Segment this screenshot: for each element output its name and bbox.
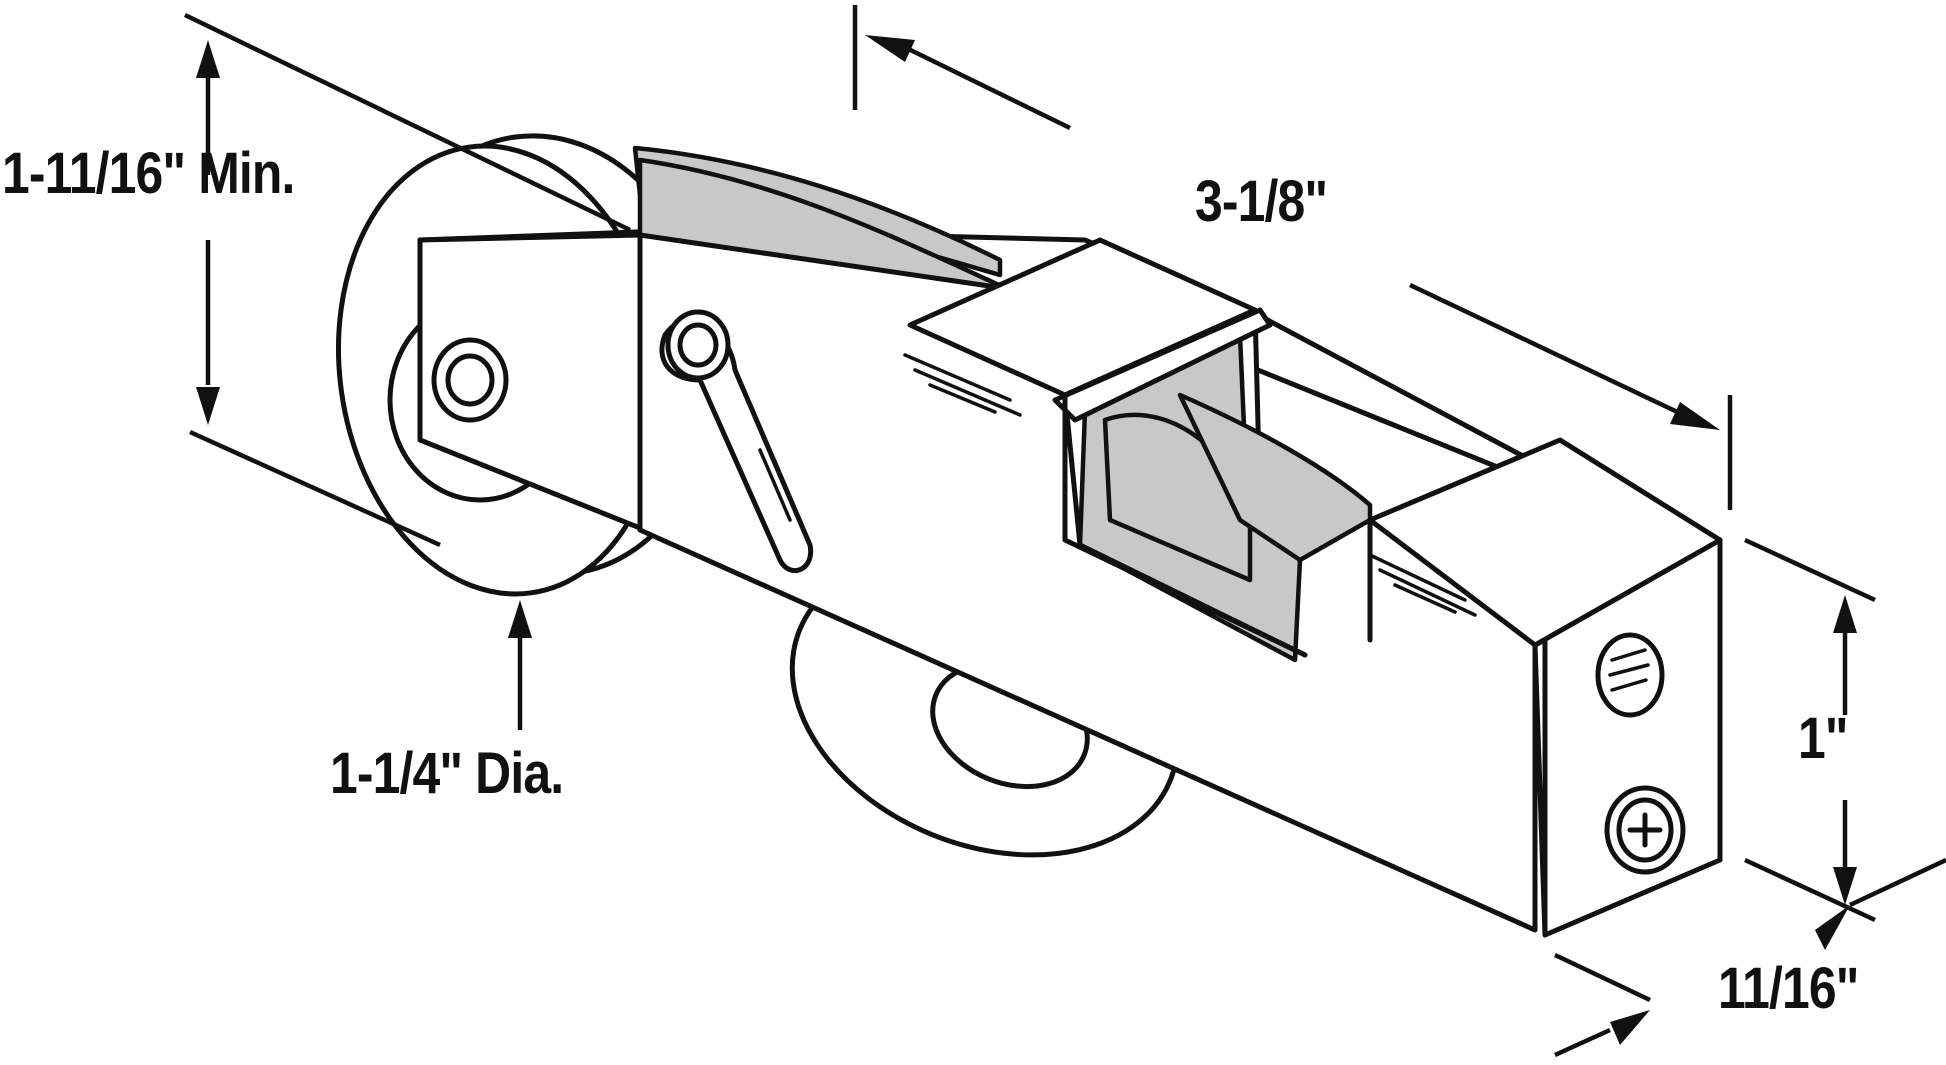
adjustment-slot	[659, 309, 814, 574]
phillips-screw	[1604, 785, 1686, 875]
body-height-label: 1"	[1798, 706, 1849, 771]
dimension-length	[852, 5, 1733, 510]
dimension-height-min	[184, 12, 631, 548]
body-width-label: 11/16"	[1718, 956, 1859, 1021]
surface-marks	[903, 353, 1477, 617]
dimension-wheel-diameter	[508, 600, 532, 730]
dimension-body-height	[1744, 537, 1876, 923]
threaded-hole	[1595, 632, 1665, 718]
wheel-diameter-label: 1-1/4" Dia.	[330, 741, 564, 806]
front-axle	[431, 337, 509, 423]
height-min-label: 1-11/16" Min.	[2, 141, 295, 206]
length-label: 3-1/8"	[1195, 169, 1328, 234]
dimension-body-width	[1554, 857, 1946, 1058]
center-bridge	[907, 237, 1373, 663]
